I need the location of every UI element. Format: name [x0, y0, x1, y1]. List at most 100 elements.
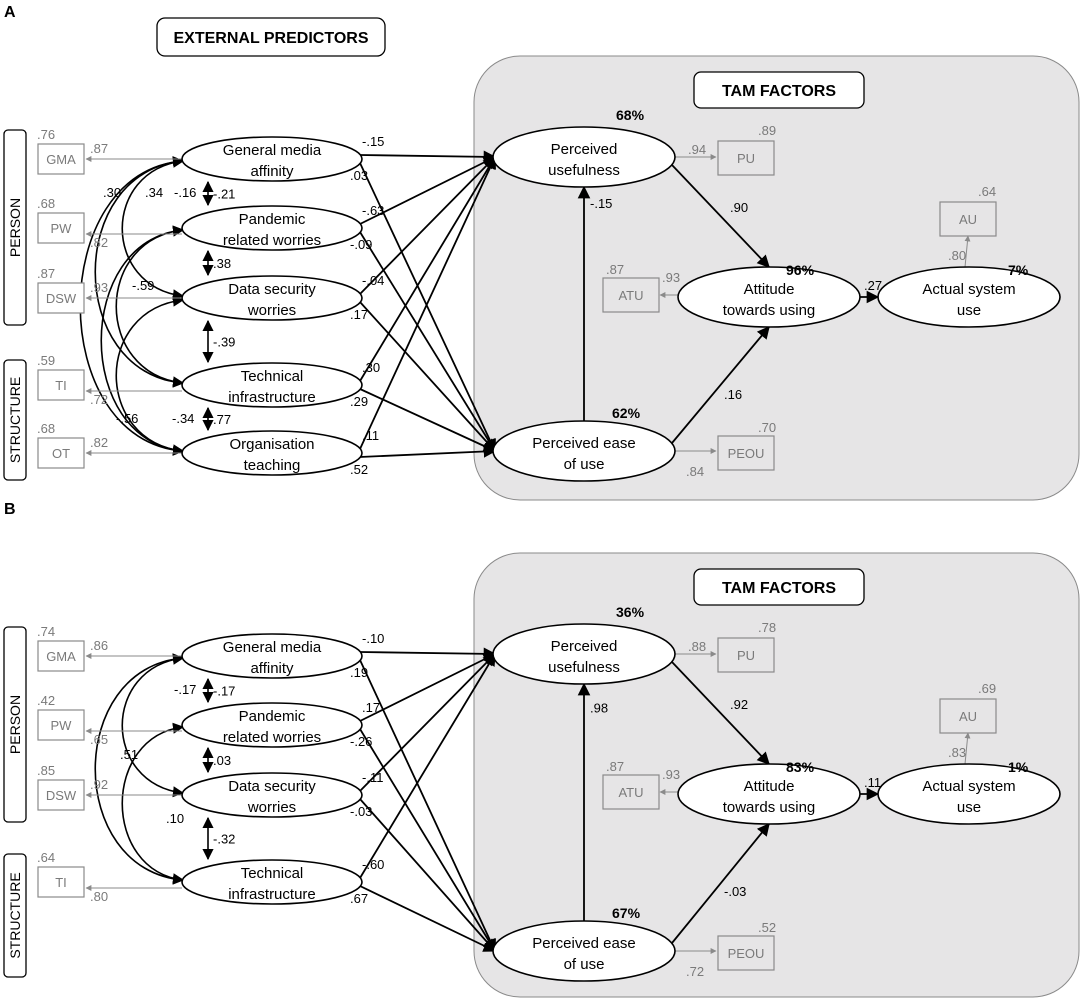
predictor-label: affinity [250, 660, 294, 677]
explained-variance: 62% [612, 405, 641, 421]
correlation-value: .30 [103, 185, 121, 200]
indicator-r2: .76 [37, 127, 55, 142]
explained-variance: 1% [1008, 759, 1029, 775]
tam-node-label: use [957, 302, 981, 319]
path-ti-to-pu [359, 155, 496, 382]
predictor-label: affinity [250, 163, 294, 180]
panel-label: B [4, 501, 16, 518]
predictor-label: related worries [223, 729, 321, 746]
predictor-ti [181, 859, 363, 905]
predictor-label: worries [247, 799, 296, 816]
indicator-r2: .68 [37, 196, 55, 211]
explained-variance: 83% [786, 759, 815, 775]
indicator-r2: .78 [758, 620, 776, 635]
correlation-value: .51 [120, 747, 138, 762]
correlation-arc [94, 156, 185, 388]
coef-to-pu: .30 [362, 360, 380, 375]
indicator-label: AU [959, 212, 977, 227]
indicator-r2: .64 [37, 850, 55, 865]
correlation-arc [115, 225, 185, 388]
indicator-loading: .80 [948, 248, 966, 263]
coef-atu-asu: .11 [864, 775, 881, 790]
coef-to-pu: -.11 [362, 770, 383, 785]
predictor-dsw [181, 772, 363, 818]
indicator-label: GMA [46, 152, 76, 167]
structure-side-label: STRUCTURE [7, 377, 23, 463]
path-pu-to-atu [671, 661, 770, 765]
structure-side-label: STRUCTURE [7, 872, 23, 958]
external-title-box [156, 17, 386, 57]
indicator-r2: .87 [37, 266, 55, 281]
correlation-arc [121, 156, 185, 301]
predictor-gma [181, 633, 363, 679]
indicator-loading: .65 [90, 732, 108, 747]
indicator-loading: .92 [90, 777, 108, 792]
correlation-value: -.59 [132, 278, 154, 293]
tam-node-atu [677, 763, 861, 825]
tam-title-box [693, 568, 865, 606]
tam-node-label: Perceived ease [532, 435, 635, 452]
path-pw-to-pu [359, 653, 497, 722]
indicator-box-pw [37, 212, 85, 244]
path-ti-to-pu [359, 652, 496, 879]
tam-title-box [693, 71, 865, 109]
indicator-r2: .68 [37, 421, 55, 436]
coef-to-pu: -.10 [362, 631, 384, 646]
indicator-label: ATU [618, 288, 643, 303]
indicator-loading: .82 [90, 235, 108, 250]
indicator-label: DSW [46, 788, 77, 803]
correlation-arc [121, 722, 185, 885]
predictor-label: infrastructure [228, 389, 316, 406]
path-peou-to-atu [671, 326, 770, 444]
indicator-label: AU [959, 709, 977, 724]
correlation-value: -.32 [213, 832, 235, 847]
predictor-gma [181, 136, 363, 182]
path-ot-to-pu [359, 155, 496, 450]
indicator-box-pu [717, 637, 775, 673]
indicator-loading: .87 [90, 141, 108, 156]
coef-atu-asu: .27 [864, 278, 882, 293]
predictor-ti [181, 362, 363, 408]
coef-to-pu: -.15 [362, 134, 384, 149]
indicator-label: PU [737, 648, 755, 663]
indicator-loading: .86 [90, 638, 108, 653]
indicator-label: PEOU [728, 946, 765, 961]
predictor-ot [181, 430, 363, 476]
correlation-arc [121, 653, 185, 798]
tam-node-peou [492, 920, 676, 982]
tam-node-label: Attitude [744, 281, 795, 298]
tam-title: TAM FACTORS [722, 580, 836, 597]
indicator-label: PU [737, 151, 755, 166]
explained-variance: 67% [612, 905, 641, 921]
path-dsw-to-pu [359, 156, 496, 295]
correlation-arc [115, 295, 185, 456]
indicator-loading: .82 [90, 435, 108, 450]
person-side-label: PERSON [7, 198, 23, 257]
indicator-r2: .74 [37, 624, 55, 639]
tam-node-label: towards using [723, 799, 816, 816]
tam-node-label: Perceived ease [532, 935, 635, 952]
indicator-box-atu [602, 277, 660, 313]
tam-node-label: Actual system [922, 778, 1015, 795]
coef-to-peou: .19 [350, 665, 368, 680]
indicator-loading: .93 [90, 280, 108, 295]
path-dsw-to-peou [359, 798, 496, 952]
tam-node-pu [492, 623, 676, 685]
tam-node-atu [677, 266, 861, 328]
coef-to-peou: .67 [350, 891, 368, 906]
coef-to-pu: -.60 [362, 857, 384, 872]
indicator-r2: .42 [37, 693, 55, 708]
person-side-box [3, 129, 27, 326]
indicator-loading: .84 [686, 464, 704, 479]
predictor-label: Technical [241, 865, 304, 882]
indicator-box-peou [717, 935, 775, 971]
correlation-value: -.21 [213, 187, 235, 202]
path-gma-to-pu [359, 647, 497, 661]
correlation-value: .34 [145, 185, 163, 200]
indicator-label: GMA [46, 649, 76, 664]
tam-node-label: Attitude [744, 778, 795, 795]
coef-to-pu: .17 [362, 700, 380, 715]
external-title: EXTERNAL PREDICTORS [174, 30, 369, 47]
path-gma-to-pu [359, 150, 497, 164]
